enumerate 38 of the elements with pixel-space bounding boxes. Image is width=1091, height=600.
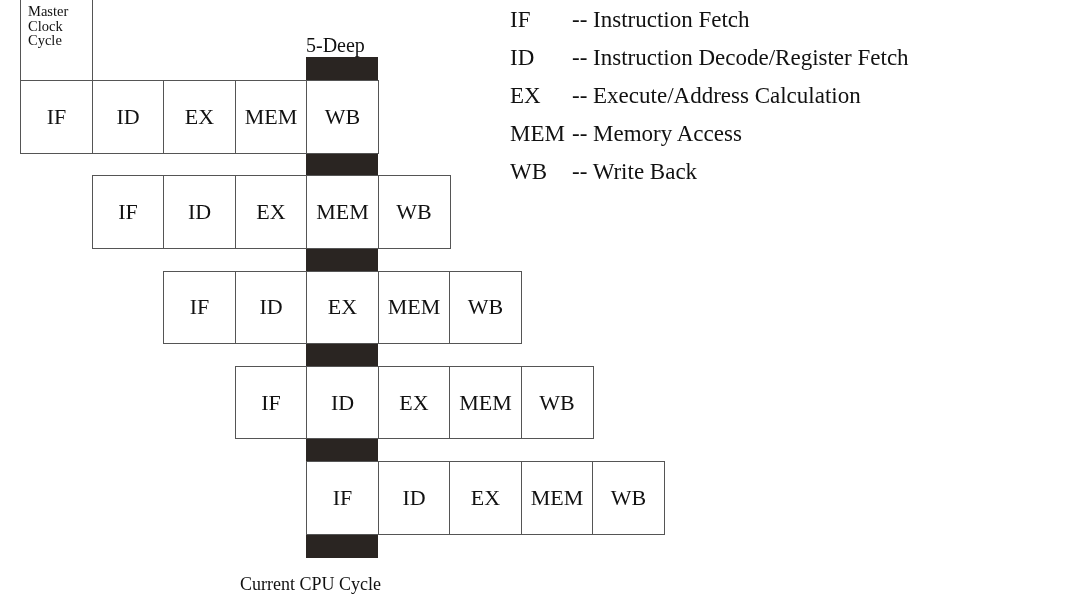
stage-cell: ID [91, 80, 165, 154]
cycle-caption: Current CPU Cycle [240, 575, 381, 593]
depth-label: 5-Deep [306, 35, 365, 55]
stage-cell: IF [163, 270, 236, 344]
stage-description: -- Write Back [572, 160, 699, 183]
stage-cell: MEM [377, 270, 451, 344]
stage-cell: EX [306, 270, 379, 344]
stage-cell: ID [306, 365, 379, 440]
stage-cell: WB [449, 270, 522, 344]
stage-abbreviation: IF [510, 8, 532, 31]
column-heading: Master Clock Cycle [28, 4, 70, 48]
stage-abbreviation: ID [510, 46, 536, 69]
stage-cell: WB [520, 365, 594, 440]
stage-cell: ID [234, 270, 308, 344]
stage-cell: EX [377, 365, 451, 440]
stage-cell: MEM [449, 365, 522, 440]
stage-abbreviation: EX [510, 84, 542, 107]
stage-description: -- Execute/Address Calculation [572, 84, 862, 107]
stage-cell: EX [449, 461, 522, 535]
stage-cell: MEM [234, 80, 308, 154]
stage-cell: IF [306, 461, 379, 535]
stage-cell: ID [163, 175, 236, 249]
stage-abbreviation: WB [510, 160, 549, 183]
stage-cell: EX [163, 80, 236, 154]
stage-abbreviation: MEM [510, 122, 566, 145]
stage-cell: WB [306, 80, 379, 154]
stage-description: -- Instruction Decode/Register Fetch [572, 46, 909, 69]
stage-cell: ID [377, 461, 451, 535]
stage-cell: IF [20, 80, 93, 154]
stage-cell: WB [592, 461, 665, 535]
stage-description: -- Memory Access [572, 122, 743, 145]
stage-cell: WB [377, 175, 451, 249]
stage-cell: IF [234, 365, 308, 440]
stage-cell: MEM [520, 461, 594, 535]
stage-cell: MEM [306, 175, 379, 249]
stage-description: -- Instruction Fetch [572, 8, 751, 31]
stage-cell: IF [91, 175, 165, 249]
stage-cell: EX [234, 175, 308, 249]
